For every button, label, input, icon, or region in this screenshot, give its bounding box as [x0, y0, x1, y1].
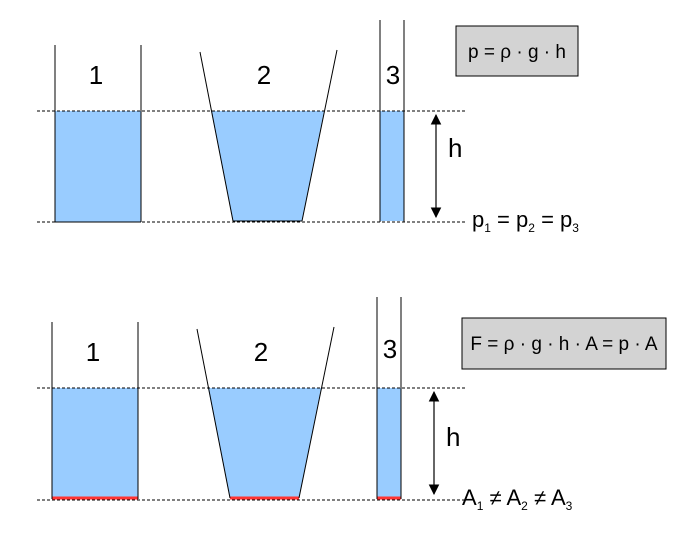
bottom-formula-box — [461, 317, 667, 370]
bottom-vessel-2 — [196, 326, 335, 499]
bottom-vessel-2-liquid — [208, 388, 321, 498]
top-formula-box — [455, 25, 579, 77]
top-vessel-3-label: 3 — [386, 60, 400, 90]
top-panel: 1 2 3 h p = ρ · g · h p1 = p2 = p3 — [37, 20, 579, 235]
bottom-vessel-1-liquid — [52, 388, 138, 499]
bottom-height-label: h — [446, 422, 460, 452]
top-vessel-2-label: 2 — [257, 60, 271, 90]
top-vessel-3-liquid — [380, 111, 404, 221]
bottom-vessel-3-label: 3 — [383, 334, 397, 364]
top-vessel-2-liquid — [211, 111, 324, 221]
bottom-panel: 1 2 3 h F = ρ · g · h · A = p · A A1 ≠ A… — [37, 297, 667, 513]
bottom-area-inequality: A1 ≠ A2 ≠ A3 — [462, 485, 573, 513]
top-vessel-1-liquid — [55, 111, 141, 222]
top-pressure-equation: p1 = p2 = p3 — [472, 207, 579, 235]
top-vessel-1 — [54, 45, 142, 223]
bottom-vessel-3 — [376, 297, 402, 499]
bottom-vessel-1 — [51, 322, 139, 499]
bottom-vessel-3-liquid — [377, 388, 401, 498]
top-formula: p = ρ · g · h — [468, 42, 566, 63]
top-height-label: h — [448, 133, 462, 163]
bottom-formula: F = ρ · g · h · A = p · A — [470, 334, 657, 355]
top-vessel-1-label: 1 — [89, 60, 103, 90]
bottom-vessel-1-label: 1 — [86, 337, 100, 367]
top-vessel-3 — [379, 20, 405, 222]
top-vessel-2 — [199, 49, 338, 222]
bottom-vessel-2-label: 2 — [254, 337, 268, 367]
